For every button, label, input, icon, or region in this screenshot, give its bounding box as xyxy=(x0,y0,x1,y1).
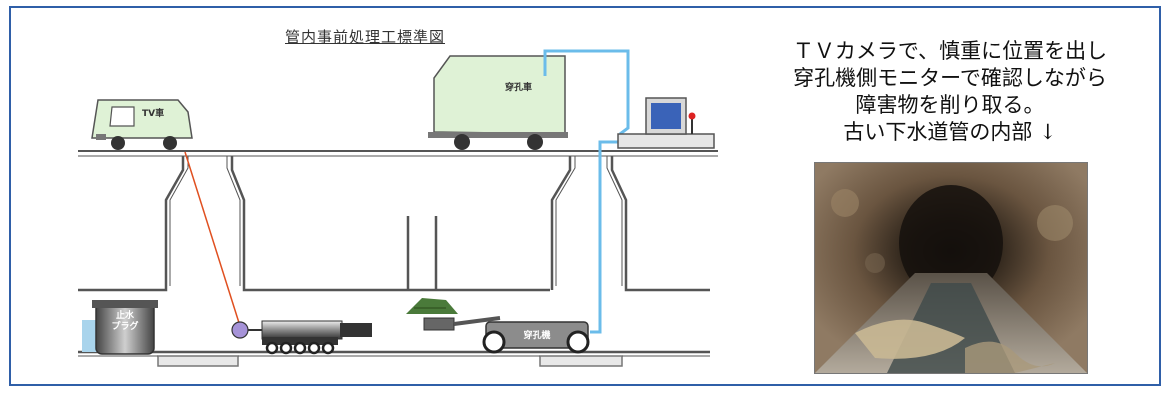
monitor-console xyxy=(617,97,715,149)
description-line-1: ＴＶカメラで、慎重に位置を出し xyxy=(792,39,1108,63)
description-line-4: 古い下水道管の内部 ↓ xyxy=(843,120,1057,144)
manhole-left xyxy=(78,156,550,292)
sewer-pipe-bottom xyxy=(78,350,710,367)
ground-surface xyxy=(78,150,718,157)
diagram-title: 管内事前処理工標準図 xyxy=(285,28,446,46)
description-line-2: 穿孔機側モニターで確認しながら xyxy=(793,66,1107,90)
tv-truck: TV車 xyxy=(91,99,193,150)
lateral-pipe xyxy=(406,216,438,290)
drill-robot: 穿孔機 xyxy=(423,316,590,354)
drill-machine-label: 穿孔機 xyxy=(523,329,550,341)
drill-truck-label: 穿孔車 xyxy=(505,81,532,93)
description-text: ＴＶカメラで、慎重に位置を出し 穿孔機側モニターで確認しながら 障害物を削り取る… xyxy=(760,38,1140,146)
tv-camera-robot xyxy=(231,320,372,355)
root-obstacle xyxy=(406,298,458,314)
manhole-right xyxy=(550,156,710,292)
plug-label-line1: 止水 xyxy=(116,309,135,321)
plug-label-line2: プラグ xyxy=(111,320,138,332)
blue-cable xyxy=(543,49,630,334)
tv-truck-label: TV車 xyxy=(142,107,164,119)
water-plug: 止水 プラグ xyxy=(82,300,158,355)
sewer-pipe-interior-photo xyxy=(814,162,1088,374)
description-line-3: 障害物を削り取る。 xyxy=(855,93,1045,117)
drill-truck: 穿孔車 xyxy=(428,55,568,150)
pipe-photo-image xyxy=(815,163,1087,373)
orange-cable xyxy=(184,151,241,327)
